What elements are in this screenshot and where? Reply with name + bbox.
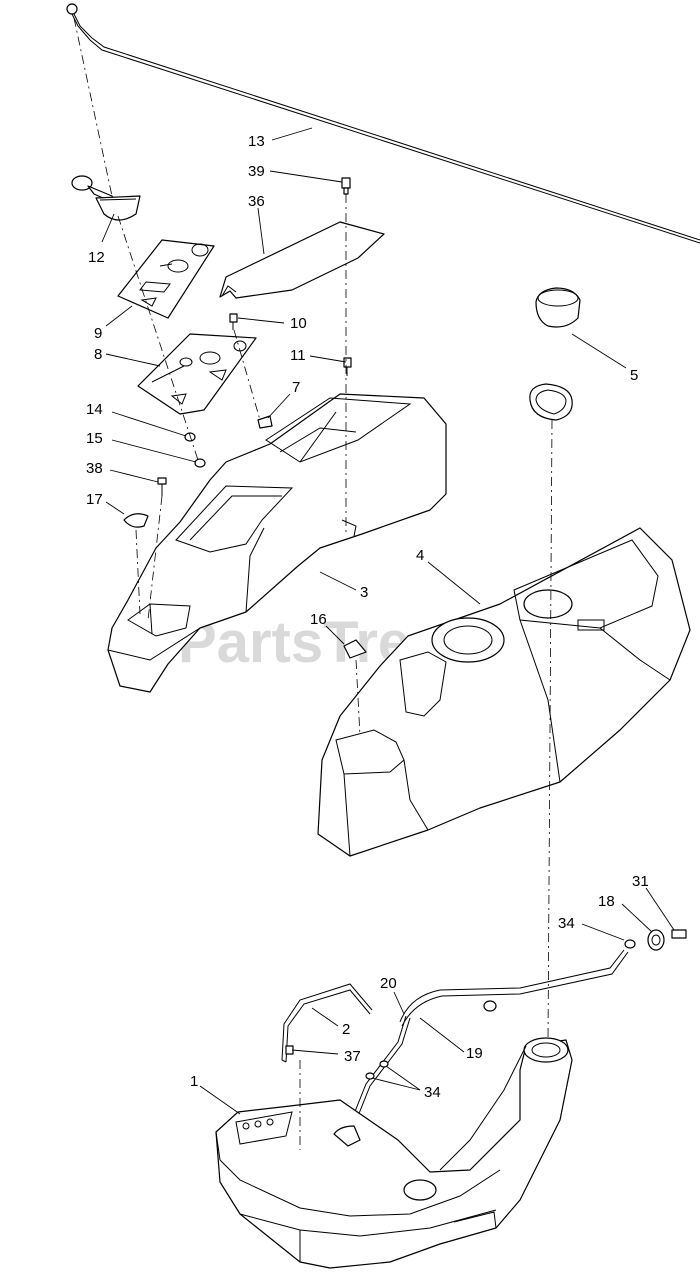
callout-7: 7 <box>292 379 300 396</box>
callout-20: 20 <box>380 975 397 992</box>
callout-17: 17 <box>86 491 103 508</box>
callout-9: 9 <box>94 325 102 342</box>
part-7-clip <box>257 415 273 429</box>
part-15-nut <box>194 458 206 468</box>
callout-39: 39 <box>248 163 265 180</box>
callout-13: 13 <box>248 133 265 150</box>
callout-11: 11 <box>290 347 306 364</box>
part-36-cover-plate <box>219 221 385 299</box>
part-11-bolt <box>343 357 352 376</box>
part-10-bolt <box>229 313 238 330</box>
callout-31: 31 <box>632 873 649 890</box>
part-39-bolt <box>341 177 351 195</box>
callout-2: 2 <box>342 1021 350 1038</box>
part-16-tab <box>343 639 367 659</box>
part-19-fuel-hose <box>399 949 629 1027</box>
callout-3: 3 <box>360 584 368 601</box>
callout-10: 10 <box>290 315 307 332</box>
callout-38: 38 <box>86 460 103 477</box>
part-38-screw <box>157 477 167 496</box>
part-4-body-pan <box>317 527 691 857</box>
part-2-bracket <box>281 983 373 1063</box>
part-37-bolt <box>285 1045 294 1055</box>
callout-34-lower: 34 <box>424 1084 441 1101</box>
callout-labels: 13 39 36 12 9 10 8 11 5 7 14 15 38 17 4 … <box>86 133 649 1101</box>
assembly-lines <box>73 17 553 1150</box>
part-3-console <box>107 393 447 693</box>
callout-34-upper: 34 <box>558 915 575 932</box>
callout-8: 8 <box>94 346 102 363</box>
part-8-bracket-plate <box>137 333 257 415</box>
callout-1: 1 <box>190 1073 198 1090</box>
callout-18: 18 <box>598 893 615 910</box>
callout-37: 37 <box>344 1048 361 1065</box>
part-31-fitting <box>671 929 687 939</box>
part-13-control-rod <box>66 3 700 244</box>
callout-5: 5 <box>630 367 638 384</box>
part-18-grommet <box>647 929 665 951</box>
part-9-gasket-plate <box>117 239 215 319</box>
part-12-shift-knob <box>71 175 141 221</box>
callout-36: 36 <box>248 193 265 210</box>
part-34-clamp-upper <box>624 939 636 949</box>
callout-12: 12 <box>88 249 105 266</box>
part-17-cap <box>123 513 149 528</box>
callout-4: 4 <box>416 547 424 564</box>
callout-14: 14 <box>86 401 103 418</box>
callout-15: 15 <box>86 430 103 447</box>
part-5-fuel-cap <box>529 287 581 421</box>
part-14-washer <box>184 432 196 442</box>
callout-16: 16 <box>310 611 327 628</box>
part-1-fuel-tank <box>215 1037 573 1269</box>
callout-19: 19 <box>466 1045 483 1062</box>
part-20-vent-hose <box>349 1015 411 1127</box>
leader-lines <box>101 127 675 1115</box>
part-34-clamp-lower <box>365 1060 389 1080</box>
